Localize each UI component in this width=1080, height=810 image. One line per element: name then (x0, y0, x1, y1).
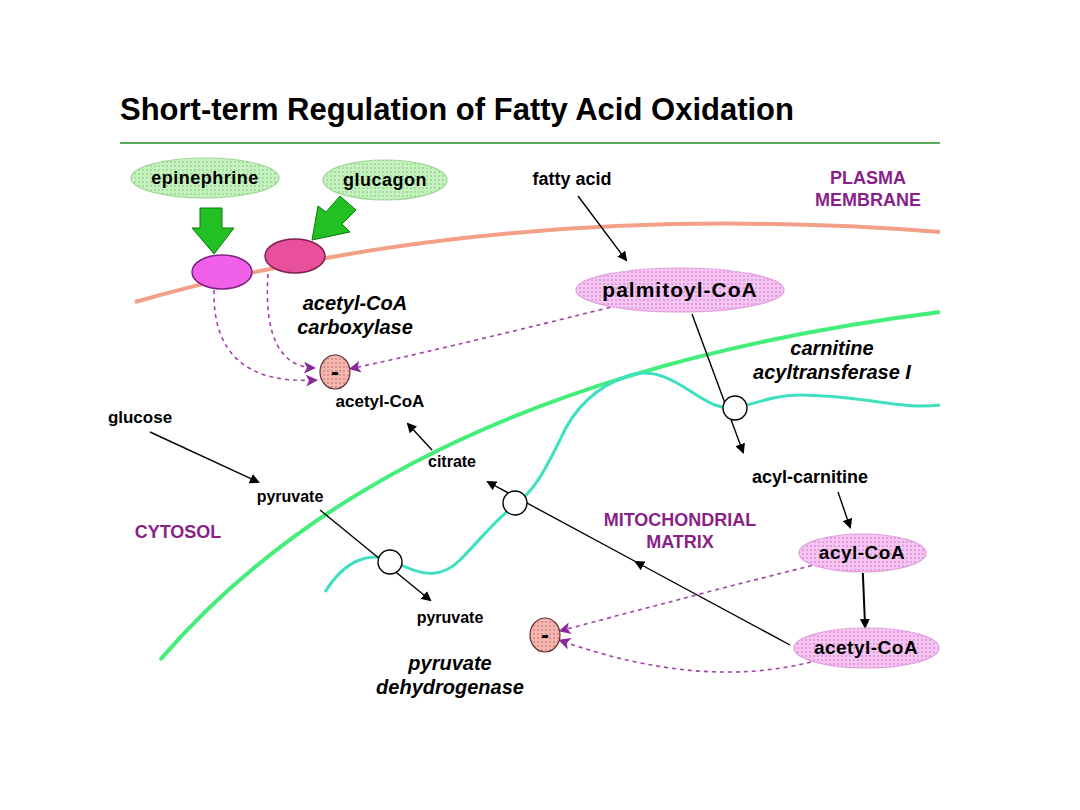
inhibition-connector (560, 640, 811, 672)
compound-label: acyl-carnitine (752, 467, 868, 489)
compound-label: pyruvate (417, 608, 484, 627)
node-fill (794, 628, 939, 668)
node-text: - (541, 621, 549, 649)
compound-label: fatty acid (532, 169, 611, 191)
inhibition-circle: - (529, 617, 561, 653)
flow-arrow (636, 562, 790, 645)
metabolite-ellipse: palmitoyl-CoA (575, 267, 785, 313)
compound-label: glucose (108, 408, 172, 428)
enzyme-label: pyruvate dehydrogenase (370, 651, 530, 699)
region-label: CYTOSOL (135, 522, 222, 544)
compound-label: citrate (428, 452, 476, 471)
node-fill (131, 158, 279, 198)
flow-arrow (578, 196, 626, 260)
plasma-membrane (135, 224, 940, 302)
node-fill (799, 534, 926, 572)
transporter (503, 491, 527, 515)
node-text: acyl-CoA (819, 542, 905, 564)
flow-arrow (320, 510, 430, 600)
hormone-ellipse: epinephrine (130, 157, 280, 199)
node-fill (576, 268, 784, 312)
flow-connector (863, 573, 865, 627)
receptor (265, 239, 325, 273)
inhibition-connector (561, 566, 812, 631)
region-label: PLASMA MEMBRANE (803, 168, 933, 211)
enzyme-label: carnitine acyltransferase I (730, 336, 935, 384)
metabolite-ellipse: acetyl-CoA (793, 627, 940, 669)
node-text: - (331, 358, 339, 386)
metabolite-ellipse: acyl-CoA (798, 533, 927, 573)
receptor (192, 255, 252, 289)
transporter (378, 550, 402, 574)
hormone-ellipse: glucagon (322, 159, 448, 201)
flow-arrow (408, 424, 432, 450)
flow-arrow (692, 314, 743, 452)
region-label: MITOCHONDRIAL MATRIX (595, 510, 765, 553)
inner-mitochondrial-membrane (325, 373, 940, 592)
diagram-title: Short-term Regulation of Fatty Acid Oxid… (120, 92, 794, 128)
flow-arrow (838, 492, 850, 527)
title-rule (120, 142, 940, 144)
transporter (723, 396, 747, 420)
node-fill (323, 160, 447, 200)
enzyme-label: acetyl-CoA carboxylase (280, 291, 430, 339)
inhibition-circle: - (319, 354, 351, 390)
compound-label: acetyl-CoA (336, 392, 425, 412)
node-text: glucagon (343, 170, 427, 191)
flow-arrow (150, 432, 258, 482)
node-text: epinephrine (151, 168, 259, 189)
node-text: palmitoyl-CoA (602, 278, 757, 302)
hormone-arrow (312, 196, 356, 240)
hormone-arrow (192, 208, 234, 254)
node-fill (530, 618, 560, 652)
node-text: acetyl-CoA (814, 637, 918, 659)
node-fill (320, 355, 350, 389)
outer-mitochondrial-membrane (160, 312, 940, 660)
compound-label: pyruvate (257, 487, 324, 506)
